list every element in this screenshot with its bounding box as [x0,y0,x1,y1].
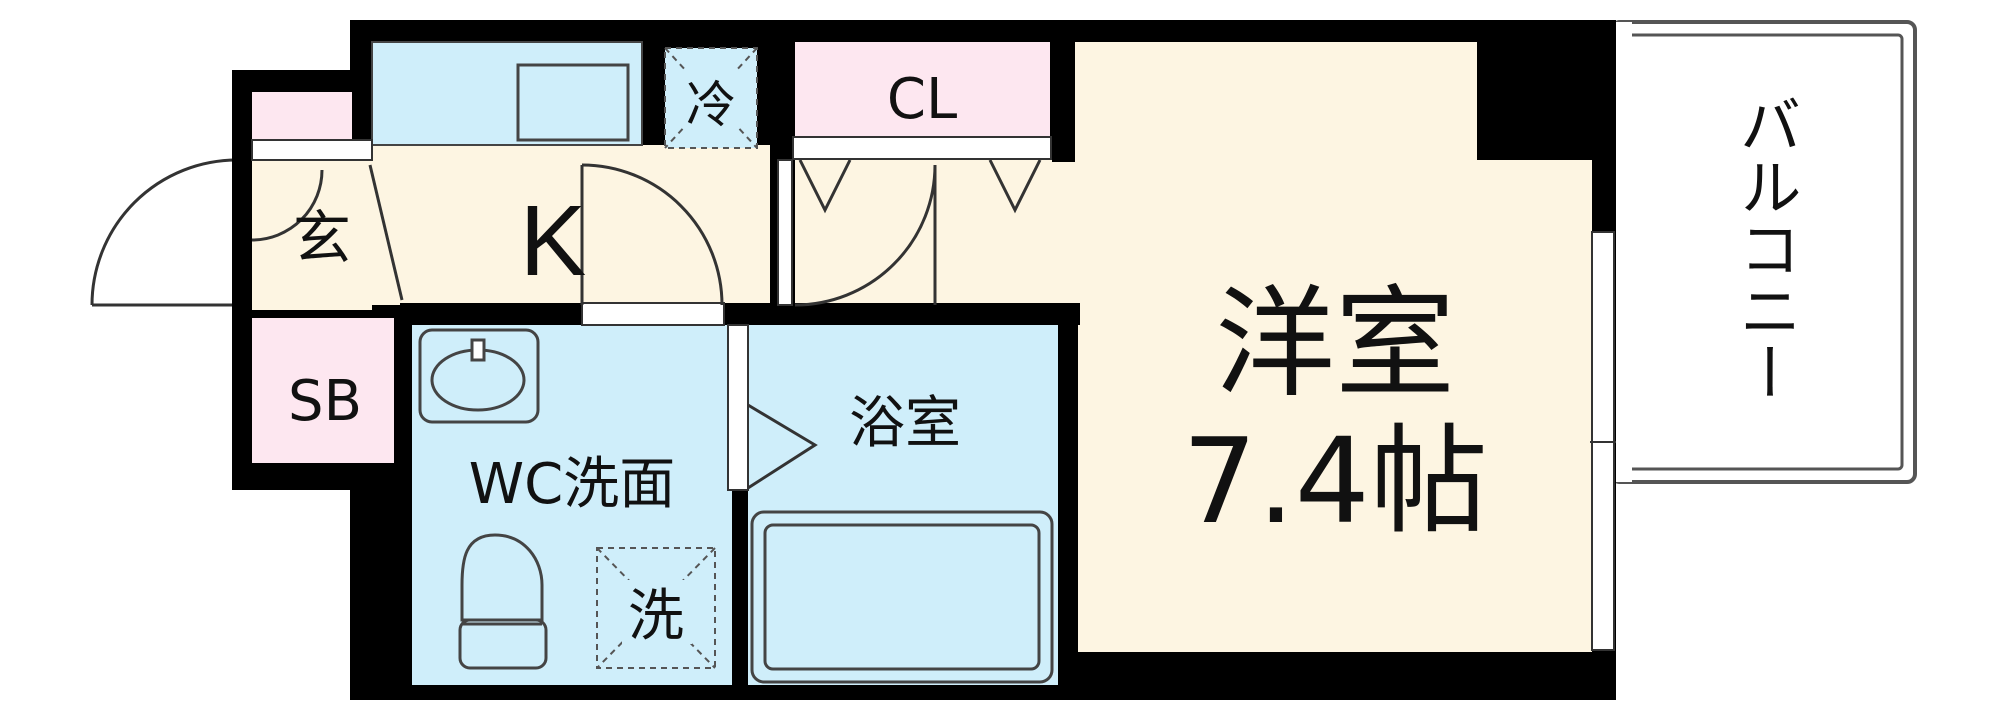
western-room-floor [1075,42,1592,652]
shoebox-label: SB [288,369,362,434]
kitchen-counter [371,41,643,146]
bathtub [750,510,1054,684]
western-room-size: 7.4帖 [1182,412,1488,550]
kitchen-label: K [520,185,587,297]
washer-label: 洗 [628,584,684,649]
bath-label: 浴室 [849,391,961,456]
kitchen-floor [352,145,772,305]
shoebox-floor-lower [252,318,394,463]
balcony [1610,20,1917,484]
wc-fixtures [418,328,548,670]
openings [251,136,1616,651]
toilet [460,533,544,622]
western-room-label: 洋室 [1215,275,1455,414]
shoebox-floor [252,92,352,140]
sink [516,63,630,142]
balcony-label: バルコニー [1729,93,1802,403]
labels: 玄 K 冷 CL SB WC洗面 洗 浴室 洋室 7.4帖 バルコニー [288,67,1801,649]
door-swings [251,159,1042,490]
wc-wash-label: WC洗面 [469,452,675,517]
entrance-door [90,158,248,307]
refrigerator-label: 冷 [686,76,736,134]
closet-floor [795,42,1050,137]
entrance-label: 玄 [293,204,351,272]
closet-label: CL [887,67,957,132]
